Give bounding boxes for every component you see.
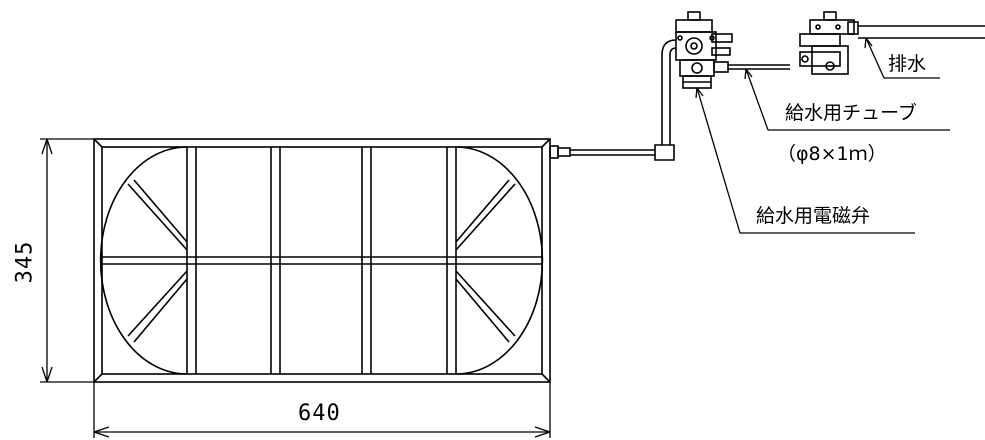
supply-tube xyxy=(549,39,677,161)
tray-right-rounded-end xyxy=(455,146,544,375)
tube-spec-label: （φ8×1ｍ） xyxy=(777,143,887,165)
tray-left-rounded-end xyxy=(99,146,188,375)
supply-tube-label: 給水用チューブ xyxy=(785,102,917,124)
dimension-height xyxy=(40,138,94,383)
solenoid-valve-label: 給水用電磁弁 xyxy=(756,205,871,227)
tray xyxy=(93,138,551,383)
drain-label: 排水 xyxy=(888,53,927,75)
height-dimension-label: 345 xyxy=(12,240,38,284)
tray-outer-frame xyxy=(93,138,551,383)
solenoid-valve xyxy=(675,11,790,89)
tray-inner-frame xyxy=(101,146,543,375)
drain-valve xyxy=(799,11,985,75)
width-dimension-label: 640 xyxy=(298,401,341,426)
leader-lines xyxy=(695,37,950,234)
dimension-width xyxy=(93,382,551,438)
